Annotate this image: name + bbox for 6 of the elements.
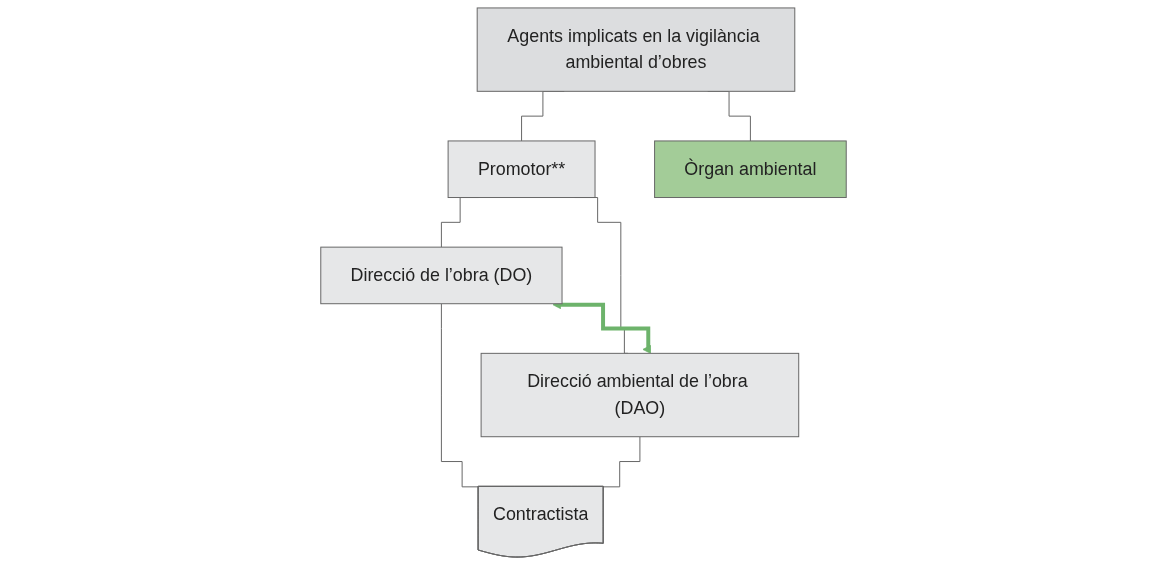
node-box: Direcció ambiental de l’obra (DAO) [480, 352, 800, 438]
node-box: Direcció de l’obra (DO) [320, 246, 563, 305]
node-box: Agents implicats en la vigilància ambiental d’obres [476, 7, 796, 92]
node-box: Promotor** [447, 140, 596, 198]
node-box: Òrgan ambiental [654, 140, 847, 198]
arrow [552, 300, 652, 354]
